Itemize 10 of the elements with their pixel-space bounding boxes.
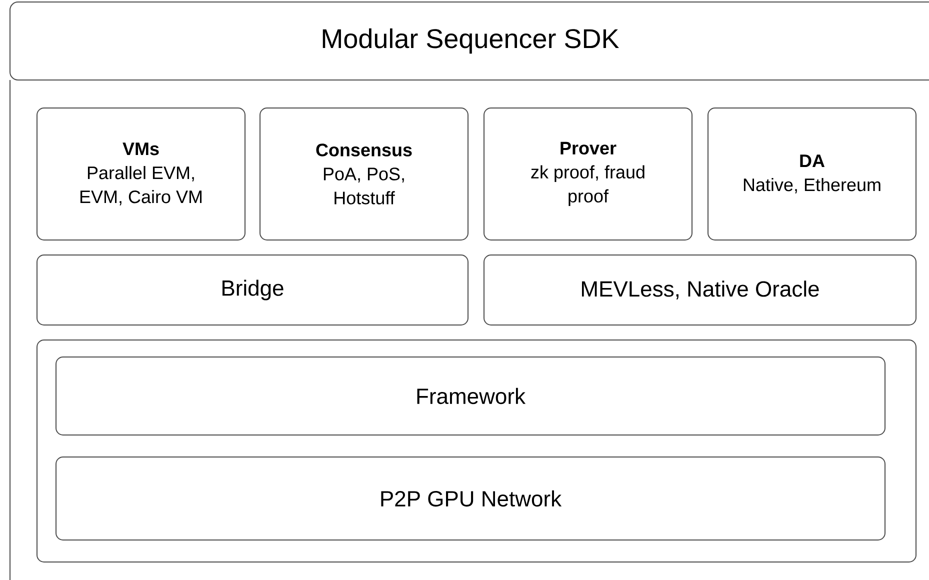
layer-box: Bridge — [36, 254, 468, 326]
layer-box: Framework — [56, 356, 886, 436]
title-box: Modular Sequencer SDK — [10, 2, 929, 80]
module-box: Prover zk proof, fraud proof — [484, 108, 692, 240]
module-box: VMs Parallel EVM, EVM, Cairo VM — [36, 108, 246, 240]
module-box: DA Native, Ethereum — [708, 108, 916, 240]
layer-box: P2P GPU Network — [56, 456, 886, 540]
module-box: Consensus PoA, PoS, Hotstuff — [260, 108, 468, 240]
layer-box: MEVLess, Native Oracle — [484, 254, 916, 326]
group-frame — [36, 340, 916, 562]
